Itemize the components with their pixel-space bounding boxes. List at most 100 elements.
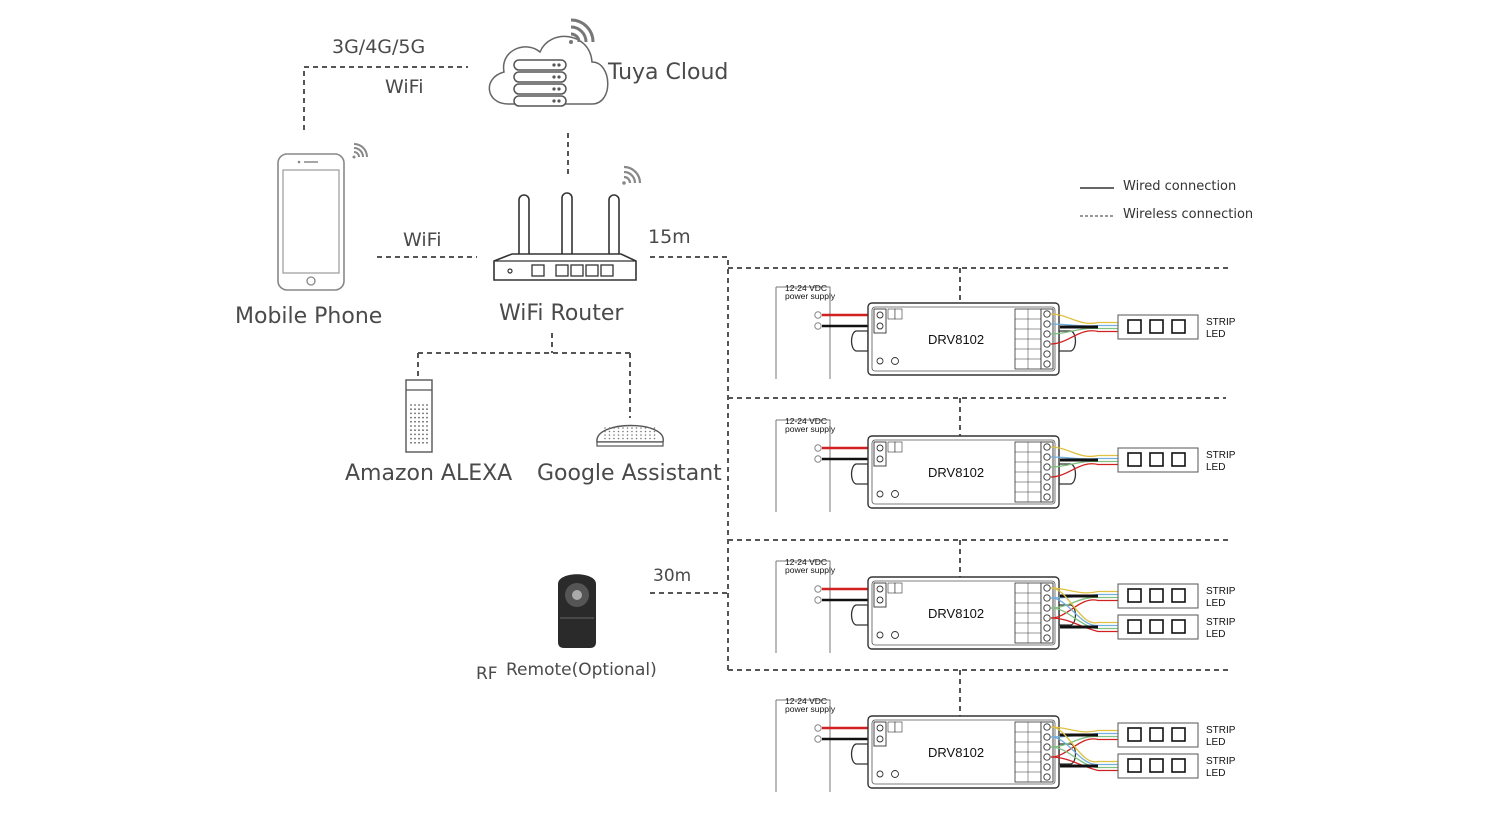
power-supply-label: power supply [785, 291, 836, 301]
remote-prefix-label: RF [476, 664, 498, 684]
wireless-links [303, 66, 1231, 716]
strip-label: STRIP [1206, 617, 1236, 628]
phone-icon [277, 153, 345, 291]
controller-model-label: DRV8102 [928, 745, 984, 760]
strip-label: STRIP [1206, 586, 1236, 597]
controller-model-label: DRV8102 [928, 332, 984, 347]
output-terminal [1040, 441, 1054, 503]
rf-remote-icon [558, 574, 596, 648]
link-label-cloud-wifi: WiFi [385, 76, 424, 98]
power-supply-label: power supply [785, 704, 836, 714]
terminal-plus [814, 311, 822, 319]
terminal-plus [814, 724, 822, 732]
remote-label: Remote(Optional) [506, 660, 657, 680]
mounting-ear-left [850, 604, 869, 626]
power-supply-box [775, 286, 831, 379]
strip-label: LED [1206, 629, 1225, 640]
bus-row-1 [728, 267, 1230, 303]
terminal-minus [814, 455, 822, 463]
mounting-ear-left [850, 330, 869, 352]
power-supply-box [775, 419, 831, 512]
strip-label: LED [1206, 462, 1225, 473]
phone-cloud-link [303, 66, 468, 130]
terminal-plus [814, 585, 822, 593]
cloud-icon [488, 35, 609, 107]
cloud-label: Tuya Cloud [608, 60, 729, 85]
strip-label: LED [1206, 737, 1225, 748]
match-button [891, 357, 899, 365]
status-led [876, 631, 884, 639]
match-button [891, 631, 899, 639]
output-terminal [1040, 721, 1054, 783]
router-assistants-link [417, 333, 631, 418]
strip-label: LED [1206, 329, 1225, 340]
controller-body [867, 576, 1060, 650]
phone-label: Mobile Phone [235, 304, 383, 329]
strip-label: STRIP [1206, 756, 1236, 767]
controller-body [867, 715, 1060, 789]
power-supply-label: power supply [785, 424, 836, 434]
power-supply-box [775, 699, 831, 792]
router-icon [493, 192, 637, 281]
mounting-ear-left [850, 743, 869, 765]
bus-row-4 [728, 669, 1230, 716]
legend-wired-label: Wired connection [1123, 179, 1237, 194]
power-supply-box [775, 560, 831, 653]
output-terminal [1040, 582, 1054, 644]
link-label-cellular: 3G/4G/5G [332, 36, 426, 58]
terminal-minus [814, 735, 822, 743]
power-supply-label: 12-24 VDC [785, 283, 827, 293]
controller-model-label: DRV8102 [928, 465, 984, 480]
mounting-ear-right [1058, 463, 1077, 485]
strip-label: STRIP [1206, 725, 1236, 736]
link-label-router-wifi: WiFi [403, 229, 442, 251]
mounting-ear-left [850, 463, 869, 485]
google-label: Google Assistant [537, 461, 722, 486]
cloud-signal-icon [569, 18, 595, 44]
range-label-30m: 30m [653, 566, 692, 586]
alexa-label: Amazon ALEXA [345, 461, 513, 486]
power-supply-label: power supply [785, 565, 836, 575]
status-led [876, 357, 884, 365]
router-controllers-link [650, 256, 729, 670]
power-supply-label: 12-24 VDC [785, 416, 827, 426]
phone-signal-icon [352, 143, 368, 159]
router-label: WiFi Router [499, 301, 624, 326]
controller-body [867, 435, 1060, 509]
strip-label: LED [1206, 598, 1225, 609]
output-terminal [1040, 308, 1054, 370]
range-label-15m: 15m [648, 226, 691, 248]
terminal-minus [814, 596, 822, 604]
controller-model-label: DRV8102 [928, 606, 984, 621]
bus-row-3 [728, 539, 1231, 577]
google-device-icon [596, 424, 664, 447]
match-button [891, 770, 899, 778]
alexa-device-icon [405, 379, 433, 453]
terminal-plus [814, 444, 822, 452]
strip-label: STRIP [1206, 317, 1236, 328]
terminal-minus [814, 322, 822, 330]
status-led [876, 770, 884, 778]
match-button [891, 490, 899, 498]
router-signal-icon [622, 165, 642, 185]
power-supply-label: 12-24 VDC [785, 696, 827, 706]
mounting-ear-right [1058, 330, 1077, 352]
legend-wireless-label: Wireless connection [1123, 207, 1254, 222]
bus-row-2 [728, 397, 1226, 436]
strip-label: LED [1206, 768, 1225, 779]
strip-label: STRIP [1206, 450, 1236, 461]
status-led [876, 490, 884, 498]
